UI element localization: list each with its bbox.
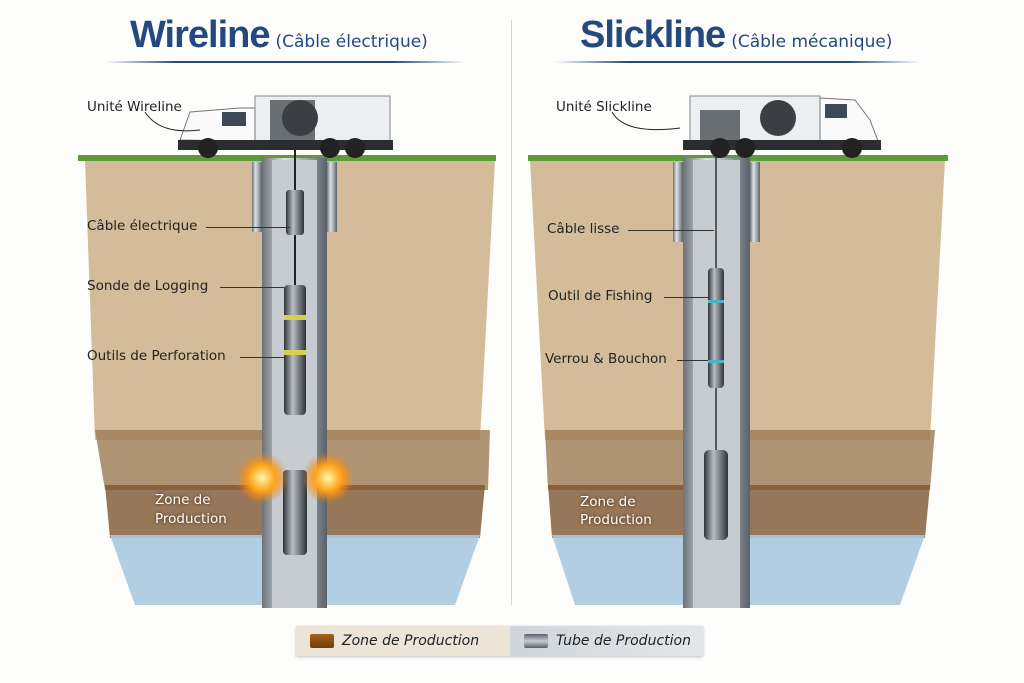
perforation-spark [236, 452, 288, 504]
slickline-truck [683, 95, 881, 158]
wireline-unit-pointer [144, 111, 201, 132]
leader-line [206, 227, 290, 228]
fishing-tool [708, 268, 724, 388]
label-lock-plug: Verrou & Bouchon [545, 351, 667, 367]
label-fishing-tool: Outil de Fishing [548, 288, 653, 304]
production-zone-swatch [310, 634, 334, 648]
production-tube-swatch [524, 634, 548, 648]
label-electric-cable: Câble électrique [87, 218, 198, 234]
perforation-gun [283, 470, 307, 555]
label-logging-probe: Sonde de Logging [87, 278, 209, 294]
leader-line [677, 360, 708, 361]
panel-divider [511, 20, 512, 605]
wireline-well [236, 140, 354, 608]
label-zone-right-2: Production [580, 512, 652, 528]
label-zone-right-1: Zone de [580, 494, 636, 510]
wireline-truck [178, 95, 393, 158]
label-perforation-tools: Outils de Perforation [87, 348, 226, 364]
legend-item-production-tube: Tube de Production [510, 626, 703, 656]
wireline-title: Wireline(Câble électrique) [130, 14, 428, 56]
wireline-title-underline [105, 61, 465, 63]
lock-plug [704, 450, 728, 540]
cable-head [286, 190, 304, 235]
slickline-well [673, 100, 760, 608]
slickline-title: Slickline(Câble mécanique) [580, 14, 893, 56]
label-slickline-unit: Unité Slickline [556, 99, 652, 115]
leader-line [240, 357, 284, 358]
label-wireline-unit: Unité Wireline [87, 99, 182, 115]
label-zone-left-1: Zone de [155, 492, 211, 508]
leader-line [220, 287, 284, 288]
leader-line [664, 297, 708, 298]
legend-item-production-zone: Zone de Production [296, 626, 510, 656]
slickline-unit-pointer [611, 111, 681, 131]
slickline-title-underline [555, 61, 920, 63]
leader-line [628, 230, 714, 231]
label-zone-left-2: Production [155, 511, 227, 527]
label-slick-cable: Câble lisse [547, 221, 620, 237]
legend: Zone de Production Tube de Production [296, 626, 703, 656]
